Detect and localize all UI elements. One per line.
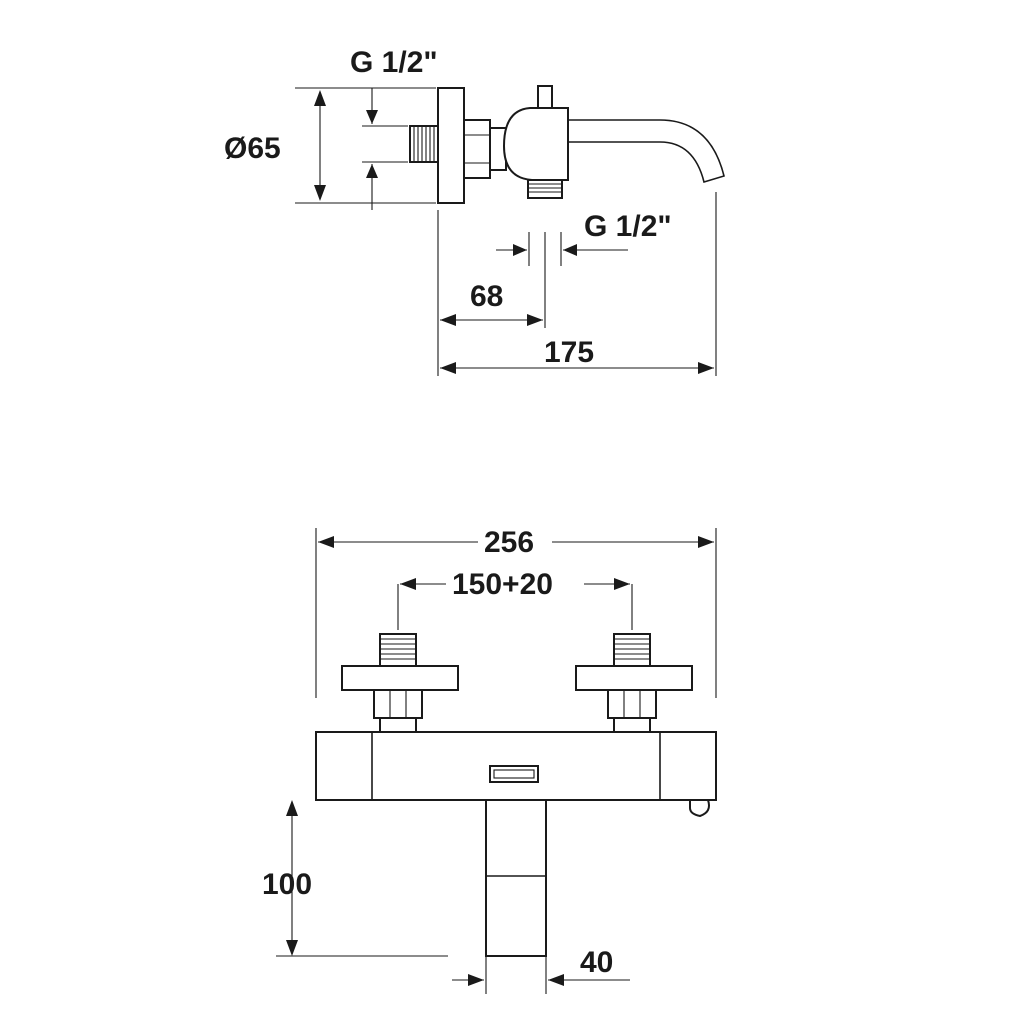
- wall-thread-dimension: G 1/2": [350, 46, 438, 210]
- overall-width-label: 256: [484, 526, 534, 559]
- wall-flange: [437, 87, 465, 204]
- flange-diameter-label: Ø65: [224, 132, 281, 165]
- projection-label: 175: [544, 336, 594, 369]
- bottom-thread: [527, 179, 563, 199]
- right-connector: [575, 633, 693, 733]
- outlet-width-dimension: 40: [452, 946, 630, 994]
- inlet-spacing-dimension: 150+20: [397, 568, 633, 630]
- display-window: [489, 765, 539, 783]
- inlet-spacing-label: 150+20: [452, 568, 553, 601]
- flange-diameter-dimension: Ø65: [224, 87, 436, 204]
- front-view: 256 150+20 100 40: [262, 526, 717, 994]
- overall-width-dimension: 256: [315, 526, 717, 698]
- spout-pipe: [566, 119, 725, 184]
- connector-nut: [463, 119, 491, 179]
- wall-thread: [409, 125, 439, 163]
- side-view: Ø65 G 1/2" G 1/2": [224, 46, 725, 376]
- offset-dimension: 68: [437, 210, 546, 376]
- top-pin: [537, 85, 553, 109]
- outlet-drop-dimension: 100: [262, 800, 448, 957]
- projection-dimension: 175: [440, 192, 717, 376]
- outlet-spout: [485, 799, 547, 957]
- left-connector: [341, 633, 459, 733]
- wall-thread-label: G 1/2": [350, 46, 438, 79]
- outlet-drop-label: 100: [262, 868, 312, 901]
- valve-body: [502, 107, 569, 181]
- offset-label: 68: [470, 280, 503, 313]
- bottom-thread-dimension: G 1/2": [496, 210, 672, 266]
- outlet-width-label: 40: [580, 946, 613, 979]
- bottom-thread-label: G 1/2": [584, 210, 672, 243]
- knob-right: [689, 799, 710, 818]
